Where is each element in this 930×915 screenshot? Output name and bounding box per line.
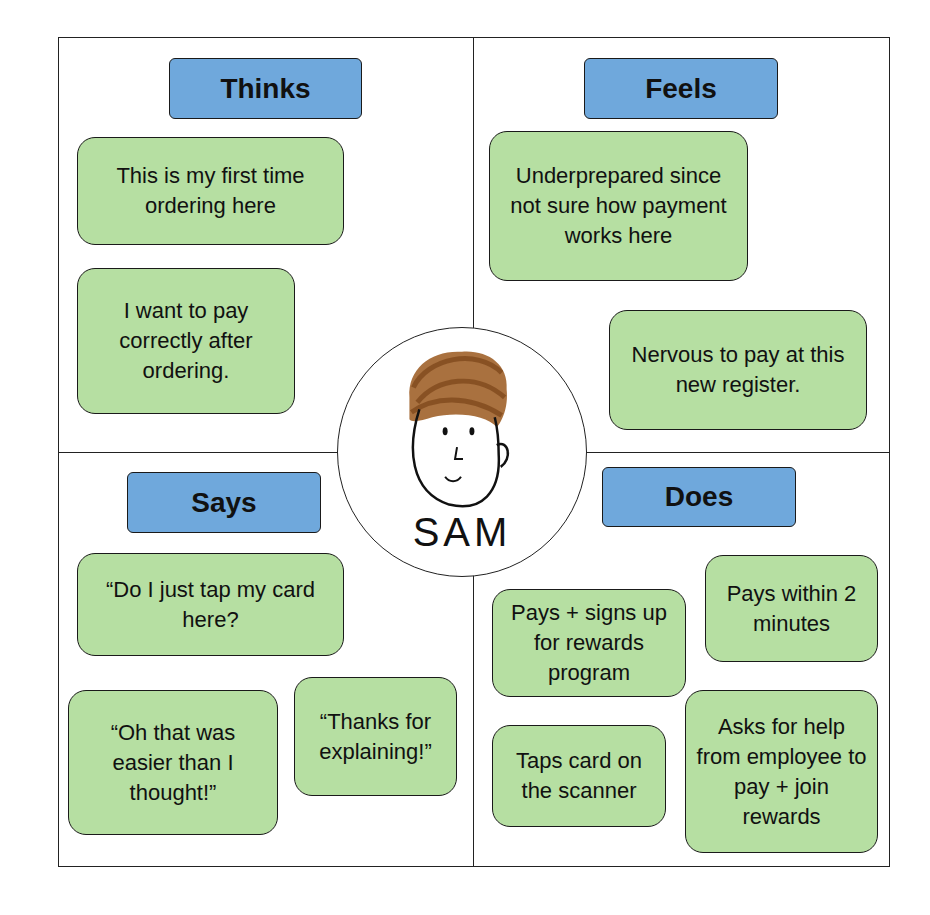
- header-text: Feels: [645, 72, 717, 106]
- note-text: “Do I just tap my card here?: [88, 575, 333, 635]
- note-text: Underprepared since not sure how payment…: [500, 161, 737, 251]
- sticky-note: Pays + signs up for rewards program: [492, 589, 686, 697]
- section-header: Says: [127, 472, 321, 533]
- note-text: Nervous to pay at this new register.: [620, 340, 856, 400]
- note-text: Pays within 2 minutes: [716, 579, 867, 639]
- sticky-note: Pays within 2 minutes: [705, 555, 878, 662]
- note-text: Pays + signs up for rewards program: [503, 598, 675, 688]
- sticky-note: Underprepared since not sure how payment…: [489, 131, 748, 281]
- section-header: Feels: [584, 58, 778, 119]
- note-text: Asks for help from employee to pay + joi…: [696, 712, 867, 832]
- outer-frame: [59, 38, 890, 867]
- persona-circle: SAM: [337, 327, 587, 577]
- note-text: “Oh that was easier than I thought!”: [79, 718, 267, 808]
- header-text: Thinks: [220, 72, 310, 106]
- note-text: “Thanks for explaining!”: [305, 707, 446, 767]
- note-text: I want to pay correctly after ordering.: [88, 296, 284, 386]
- persona-name: SAM: [413, 510, 512, 554]
- note-text: This is my first time ordering here: [88, 161, 333, 221]
- section-header: Thinks: [169, 58, 362, 119]
- header-text: Does: [665, 480, 733, 514]
- header-text: Says: [191, 486, 256, 520]
- sticky-note: This is my first time ordering here: [77, 137, 344, 245]
- sticky-note: “Do I just tap my card here?: [77, 553, 344, 656]
- sticky-note: “Thanks for explaining!”: [294, 677, 457, 796]
- sticky-note: Asks for help from employee to pay + joi…: [685, 690, 878, 853]
- sticky-note: “Oh that was easier than I thought!”: [68, 690, 278, 835]
- sticky-note: Taps card on the scanner: [492, 725, 666, 827]
- section-header: Does: [602, 467, 796, 527]
- note-text: Taps card on the scanner: [503, 746, 655, 806]
- sticky-note: I want to pay correctly after ordering.: [77, 268, 295, 414]
- sticky-note: Nervous to pay at this new register.: [609, 310, 867, 430]
